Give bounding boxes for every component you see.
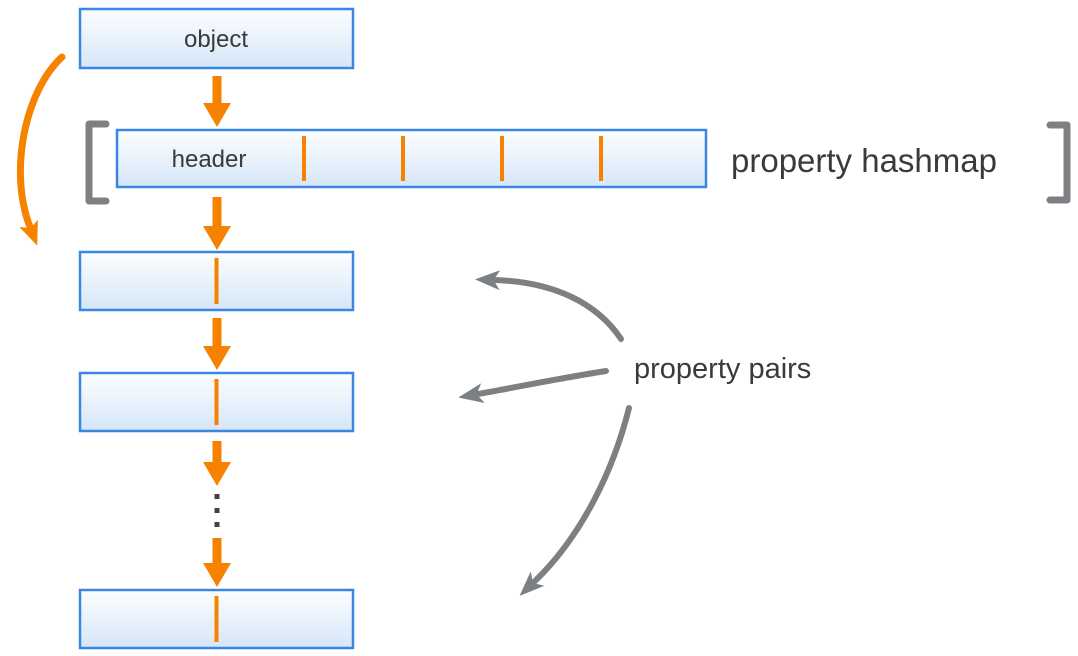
header-cell-label: header bbox=[172, 146, 247, 173]
property-pairs-callout: property pairs bbox=[458, 270, 811, 596]
arrow-head bbox=[203, 462, 231, 486]
right-bracket bbox=[1046, 121, 1071, 204]
object-box bbox=[78, 7, 355, 70]
arrow-head bbox=[203, 103, 231, 127]
property-pair-box-2 bbox=[78, 371, 355, 433]
arrow-pair-1-to-pair-2 bbox=[203, 318, 231, 370]
arrow-pair-2-to-ellipsis bbox=[203, 441, 231, 486]
ellipsis-dot bbox=[214, 508, 220, 513]
hashmap-box bbox=[115, 128, 708, 189]
property-hashmap-label: property hashmap bbox=[731, 142, 997, 179]
arrow-head bbox=[203, 346, 231, 370]
arrow-ellipsis-to-last-pair bbox=[203, 538, 231, 587]
arrow-hashmap-to-pair-1 bbox=[203, 197, 231, 250]
arrow-head bbox=[203, 226, 231, 250]
property-pair-box-1 bbox=[78, 250, 355, 312]
object-label: object bbox=[184, 26, 248, 53]
gray-arrow-to-pair-2 bbox=[458, 368, 609, 403]
property-hashmap-group: header property hashmap bbox=[85, 120, 1071, 205]
gray-arrow-to-last-pair bbox=[519, 405, 632, 596]
gray-arrow-to-pair-1 bbox=[475, 270, 624, 342]
ellipsis-dot bbox=[214, 522, 220, 527]
orange-curved-arrow-object-to-pair bbox=[16, 53, 66, 246]
left-bracket bbox=[85, 120, 110, 205]
property-pair-box-3 bbox=[78, 588, 355, 650]
ellipsis-dots bbox=[214, 494, 220, 527]
object-node: object bbox=[78, 7, 355, 70]
arrow-object-to-hashmap bbox=[203, 76, 231, 127]
arrow-head bbox=[203, 563, 231, 587]
ellipsis-dot bbox=[214, 494, 220, 499]
property-pairs-label: property pairs bbox=[634, 353, 811, 385]
